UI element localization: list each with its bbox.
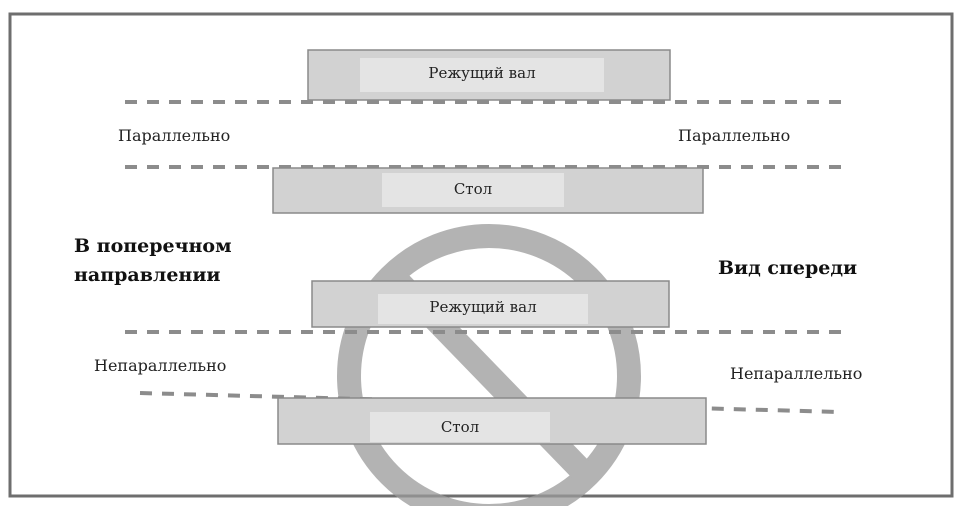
bottom-cutter-label: Режущий вал xyxy=(429,298,537,316)
bottom-table-label-box xyxy=(370,412,550,442)
top-table-label: Стол xyxy=(453,180,493,198)
top-left-parallel-label: Параллельно xyxy=(118,126,231,145)
bottom-table-label: Стол xyxy=(440,418,480,436)
side-title-left: В поперечном направлении xyxy=(74,232,232,290)
side-title-left-line1: В поперечном xyxy=(74,235,232,257)
bottom-cutter-label-box xyxy=(378,294,588,324)
top-cutter-label: Режущий вал xyxy=(428,64,536,82)
top-right-parallel-label: Параллельно xyxy=(678,126,791,145)
side-title-left-line2: направлении xyxy=(74,264,221,286)
bottom-dash-lower xyxy=(139,391,841,414)
top-table-label-box xyxy=(382,173,564,207)
bottom-right-nonparallel-label: Непараллельно xyxy=(730,364,863,383)
bottom-left-nonparallel-label: Непараллельно xyxy=(94,356,227,375)
side-title-right: Вид спереди xyxy=(718,257,858,279)
prohibition-circle xyxy=(337,224,641,506)
top-cutter-label-box xyxy=(360,58,604,92)
